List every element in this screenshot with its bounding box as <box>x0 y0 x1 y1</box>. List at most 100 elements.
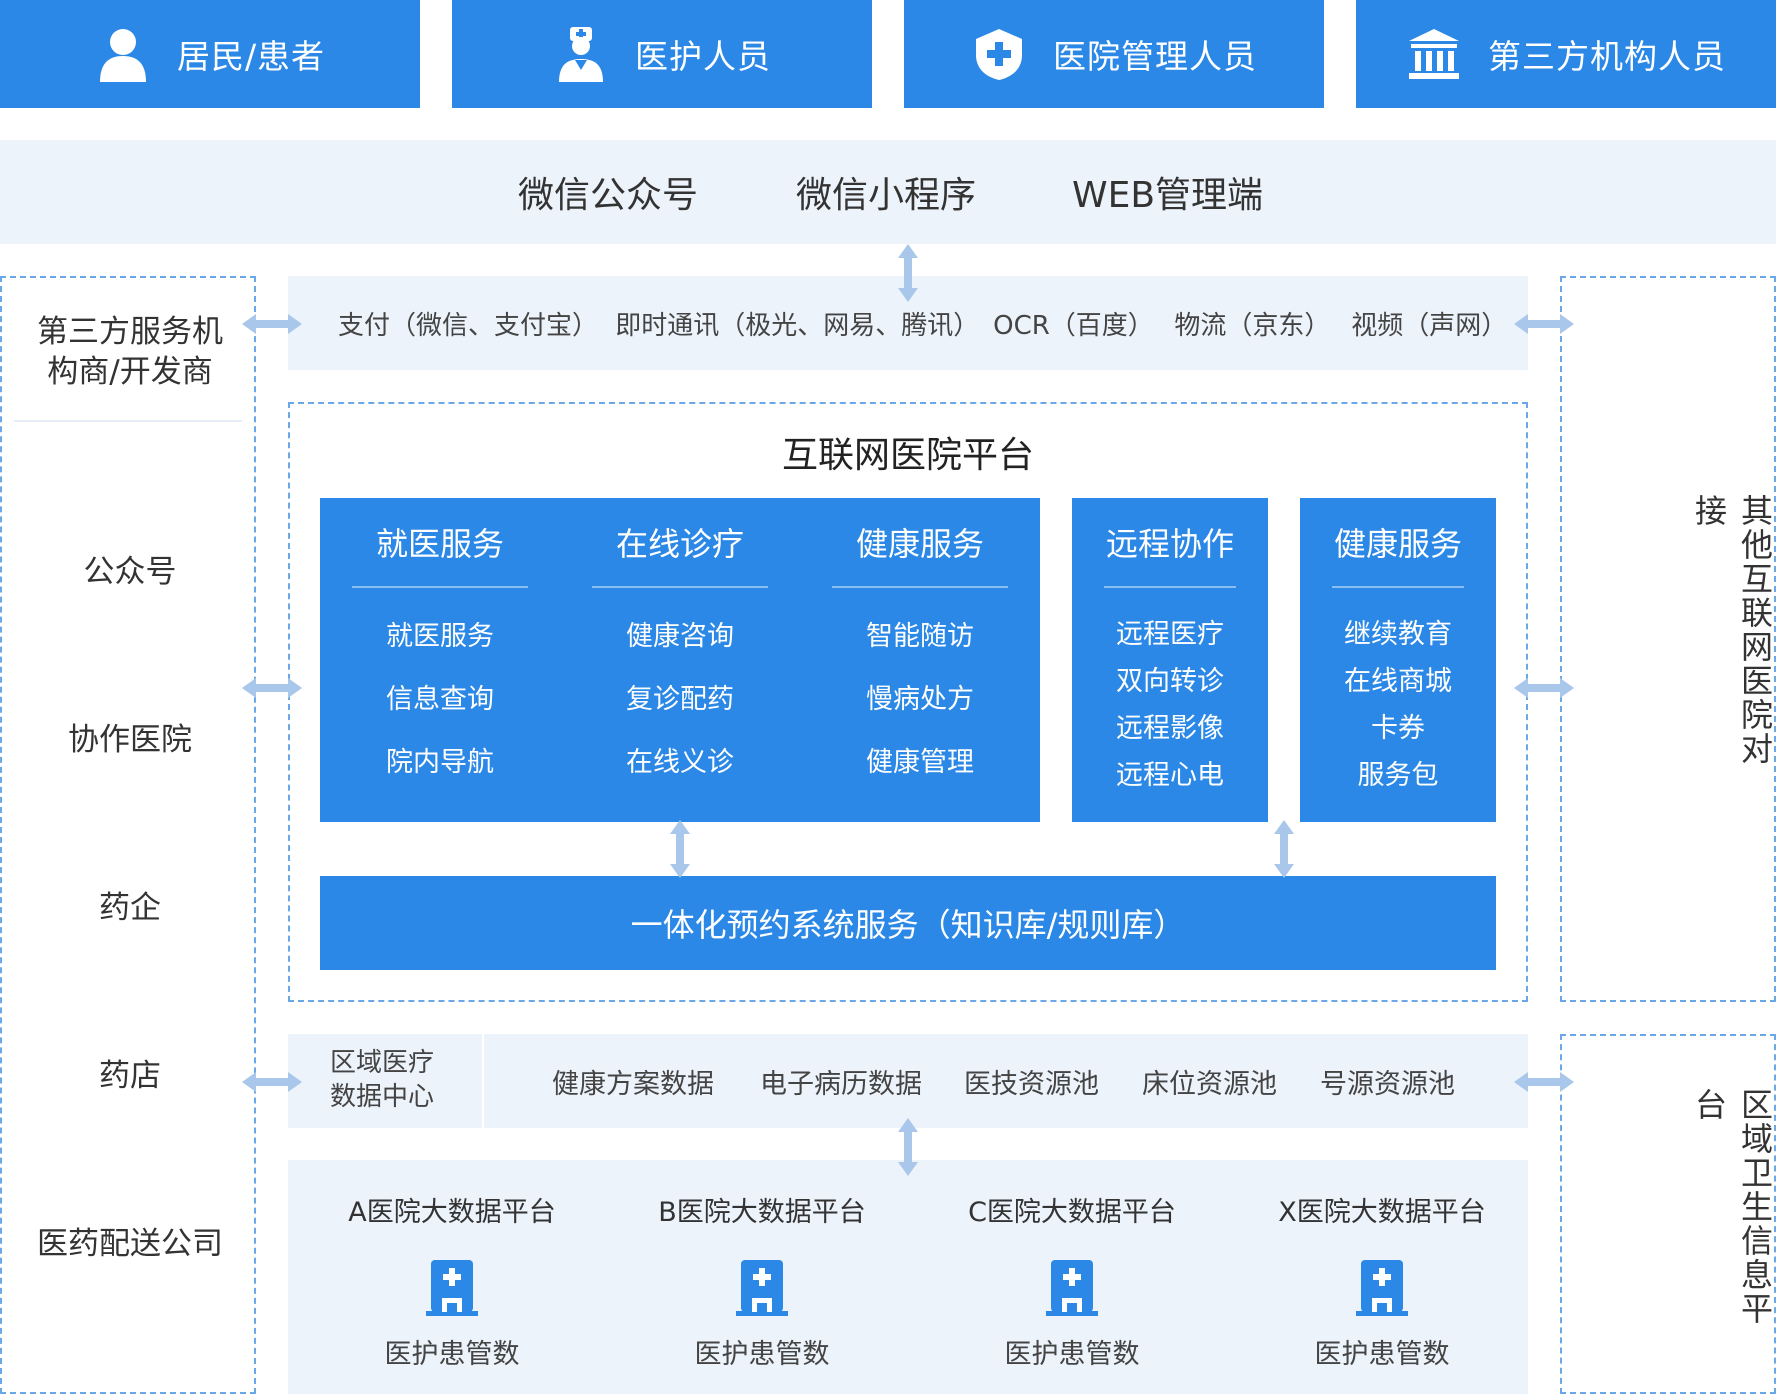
column-item: 在线商城 <box>1344 666 1452 697</box>
column-title: 在线诊疗 <box>615 525 744 563</box>
hospital-caption: 医护患管数 <box>384 1339 520 1370</box>
column-item: 健康管理 <box>866 747 974 778</box>
regional-data-label-line: 区域医疗 <box>330 1048 435 1078</box>
role-label: 居民/患者 <box>176 37 326 76</box>
divider <box>14 420 242 422</box>
platform-box: 互联网医院平台 <box>288 402 1528 1002</box>
role-resident: 居民/患者 <box>0 0 420 108</box>
data-item-emr: 电子病历数据 <box>760 1068 922 1100</box>
left-item-partner-hospital: 协作医院 <box>68 722 192 758</box>
hospital-caption: 医护患管数 <box>1314 1339 1450 1370</box>
column-item: 远程心电 <box>1116 760 1224 791</box>
left-panel-header-line: 第三方服务机 <box>37 314 223 350</box>
medical-cross-icon <box>971 26 1027 82</box>
column-item: 信息查询 <box>386 684 494 715</box>
column-item: 远程影像 <box>1116 713 1224 744</box>
left-panel: 第三方服务机 构商/开发商 公众号 协作医院 药企 药店 医药配送公司 <box>0 276 256 1394</box>
service-payment: 支付（微信、支付宝） <box>338 310 599 341</box>
third-party-services: 支付（微信、支付宝） 即时通讯（极光、网易、腾讯） OCR（百度） 物流（京东）… <box>288 276 1528 370</box>
column-item: 卡券 <box>1371 713 1425 744</box>
column-item: 远程医疗 <box>1116 619 1224 650</box>
doctor-icon <box>553 26 609 82</box>
hospital-caption: 医护患管数 <box>694 1339 830 1370</box>
channel-web-admin: WEB管理端 <box>1072 175 1264 216</box>
hospital-icon <box>1046 1260 1098 1316</box>
hospital-icon <box>1356 1260 1408 1316</box>
hospital-x: X医院大数据平台 医护患管数 <box>1232 1160 1532 1394</box>
column-item: 继续教育 <box>1344 619 1452 650</box>
column-item: 就医服务 <box>386 621 494 652</box>
regional-data-label: 区域医疗 数据中心 <box>330 1046 480 1114</box>
left-panel-header: 第三方服务机 构商/开发商 <box>2 312 258 392</box>
column-title: 健康服务 <box>1333 525 1462 563</box>
role-label: 第三方机构人员 <box>1488 37 1726 76</box>
hospital-platforms: A医院大数据平台 医护患管数 B医院大数据平台 医护患管数 C医院大数据平台 医… <box>288 1160 1528 1394</box>
channel-wechat-official: 微信公众号 <box>518 175 699 216</box>
channel-band: 微信公众号 微信小程序 WEB管理端 <box>0 140 1776 244</box>
remote-collab-box: 远程协作 远程医疗 双向转诊 远程影像 远程心电 <box>1072 498 1268 822</box>
hospital-title: B医院大数据平台 <box>658 1197 866 1228</box>
left-item-pharmacy: 药店 <box>99 1058 161 1094</box>
health-service-box-2: 健康服务 继续教育 在线商城 卡券 服务包 <box>1300 498 1496 822</box>
column-health-service-2: 健康服务 继续教育 在线商城 卡券 服务包 <box>1300 520 1496 792</box>
column-medical-service: 就医服务 就医服务 信息查询 院内导航 <box>350 520 530 779</box>
regional-data-label-line: 数据中心 <box>330 1082 435 1112</box>
left-item-delivery: 医药配送公司 <box>37 1226 223 1262</box>
data-item-slot-pool: 号源资源池 <box>1320 1068 1455 1100</box>
hospital-title: C医院大数据平台 <box>968 1197 1176 1228</box>
column-remote-collab: 远程协作 远程医疗 双向转诊 远程影像 远程心电 <box>1072 520 1268 792</box>
service-im: 即时通讯（极光、网易、腾讯） <box>615 310 980 341</box>
role-third-party-staff: 第三方机构人员 <box>1356 0 1776 108</box>
regional-data-band: 区域医疗 数据中心 健康方案数据 电子病历数据 医技资源池 床位资源池 号源资源… <box>288 1034 1528 1128</box>
column-item: 在线义诊 <box>626 747 734 778</box>
institution-icon <box>1406 26 1462 82</box>
left-panel-header-line: 构商/开发商 <box>47 354 213 390</box>
column-online-diagnosis: 在线诊疗 健康咨询 复诊配药 在线义诊 <box>590 520 770 779</box>
column-item: 健康咨询 <box>626 621 734 652</box>
divider <box>352 586 528 588</box>
service-ocr: OCR（百度） <box>993 310 1154 341</box>
services-main-box: 就医服务 就医服务 信息查询 院内导航 在线诊疗 健康咨询 复诊配药 在线义诊 … <box>320 498 1040 822</box>
column-item: 智能随访 <box>866 621 974 652</box>
hospital-a: A医院大数据平台 医护患管数 <box>302 1160 602 1394</box>
user-icon <box>95 26 151 82</box>
left-item-official-account: 公众号 <box>83 554 177 590</box>
right-panel-text: 其他互联网医院对接 <box>1690 494 1774 766</box>
platform-title: 互联网医院平台 <box>781 435 1034 476</box>
column-item: 双向转诊 <box>1116 666 1224 697</box>
channel-wechat-miniprogram: 微信小程序 <box>796 175 977 216</box>
hospital-title: A医院大数据平台 <box>348 1197 556 1228</box>
right-panel-regional-platform: 区域卫生信息平台 <box>1560 1034 1776 1394</box>
hospital-b: B医院大数据平台 医护患管数 <box>612 1160 912 1394</box>
right-panel-other-hospitals: 其他互联网医院对接 <box>1560 276 1776 1002</box>
column-title: 健康服务 <box>855 525 984 563</box>
service-logistics: 物流（京东） <box>1174 310 1331 341</box>
data-item-bed-pool: 床位资源池 <box>1142 1068 1277 1100</box>
role-label: 医护人员 <box>635 37 771 76</box>
service-video: 视频（声网） <box>1351 310 1508 341</box>
divider <box>1332 586 1464 588</box>
role-medical-staff: 医护人员 <box>452 0 872 108</box>
hospital-icon <box>426 1260 478 1316</box>
divider <box>832 586 1008 588</box>
integrated-service-bar: 一体化预约系统服务（知识库/规则库） <box>320 876 1496 970</box>
right-panel-text: 区域卫生信息平台 <box>1690 1088 1774 1326</box>
left-item-pharma: 药企 <box>99 890 161 926</box>
data-item-medtech-pool: 医技资源池 <box>964 1068 1099 1100</box>
hospital-title: X医院大数据平台 <box>1278 1197 1486 1228</box>
column-item: 院内导航 <box>386 747 494 778</box>
role-hospital-manager: 医院管理人员 <box>904 0 1324 108</box>
hospital-caption: 医护患管数 <box>1004 1339 1140 1370</box>
divider <box>592 586 768 588</box>
column-item: 服务包 <box>1357 760 1439 791</box>
role-label: 医院管理人员 <box>1053 37 1257 76</box>
column-item: 复诊配药 <box>626 684 734 715</box>
divider <box>1104 586 1236 588</box>
column-title: 就医服务 <box>375 525 504 563</box>
column-title: 远程协作 <box>1105 525 1234 563</box>
divider <box>482 1034 484 1128</box>
column-health-service: 健康服务 智能随访 慢病处方 健康管理 <box>830 520 1010 779</box>
hospital-c: C医院大数据平台 医护患管数 <box>922 1160 1222 1394</box>
data-item-health-plan: 健康方案数据 <box>552 1068 714 1100</box>
column-item: 慢病处方 <box>866 684 974 715</box>
